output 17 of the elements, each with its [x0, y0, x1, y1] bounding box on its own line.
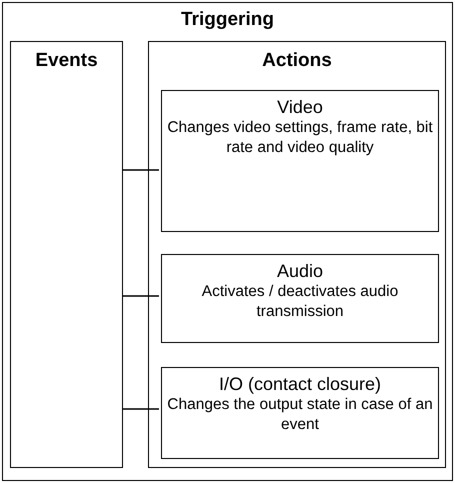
action-description: Changes video settings, frame rate, bit rate and video quality [166, 118, 434, 158]
action-title: Audio [276, 261, 324, 282]
heading: Actions [261, 50, 333, 72]
heading: Triggering [180, 9, 275, 31]
action-description: Activates / deactivates audio transmission [200, 282, 400, 322]
action-box [161, 90, 439, 232]
connector-line [122, 295, 159, 297]
action-box [161, 254, 439, 343]
connector-line [122, 408, 159, 410]
container-box [148, 41, 446, 468]
action-description: Changes the output state in case of an event [166, 395, 434, 435]
action-title: I/O (contact closure) [218, 374, 382, 395]
container-box [10, 41, 123, 468]
action-box [161, 367, 439, 459]
connector-line [122, 169, 159, 171]
heading: Events [34, 50, 99, 72]
action-title: Video [276, 97, 324, 118]
